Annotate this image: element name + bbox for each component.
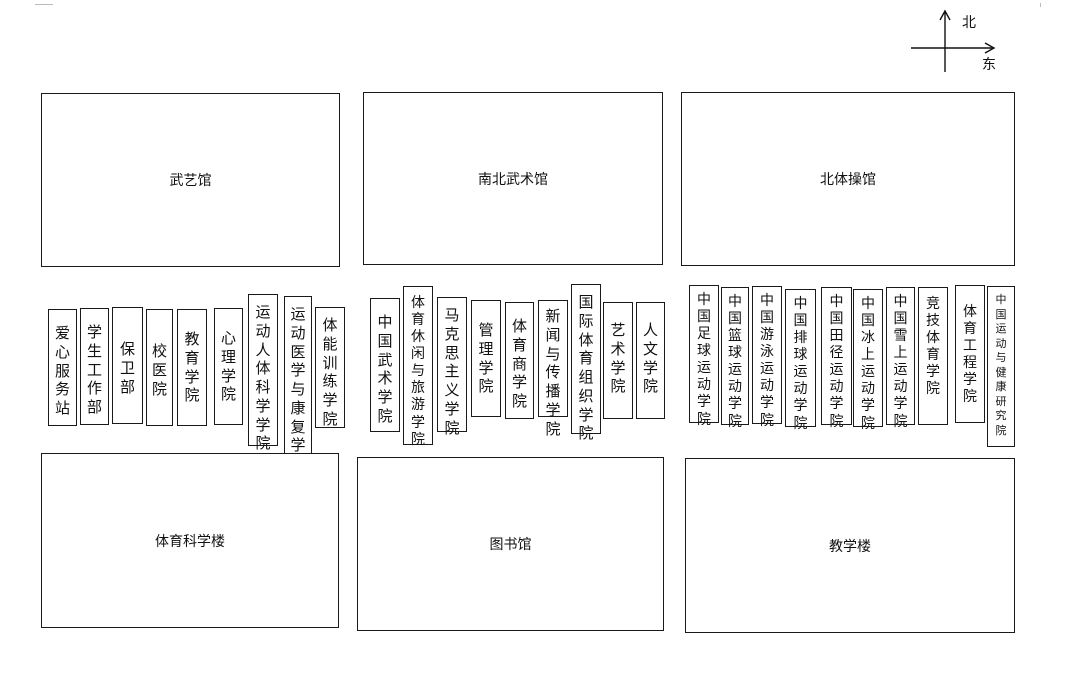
unit-management: 管理学院 [471,300,501,417]
corner-mark-right [1040,3,1041,7]
unit-school-of-arts: 艺术学院 [603,302,633,419]
unit-marxism: 马克思主义学院 [437,297,467,437]
unit-competitive-sports: 竞技体育学院 [918,287,948,425]
unit-athletics-academy: 中国田径运动学院 [821,287,852,430]
compass-arrows-icon [911,9,996,72]
unit-swimming-academy: 中国游泳运动学院 [752,286,782,429]
corner-mark-left [35,4,53,5]
unit-international-sports-orgs: 国际体育组织学院 [571,284,601,442]
unit-sports-business: 体育商学院 [505,302,534,419]
building-label: 武艺馆 [169,173,212,189]
east-label: 东 [982,57,996,73]
unit-campus-clinic: 校医院 [146,309,173,426]
unit-strength-conditioning: 体能训练学院 [315,307,345,428]
north-label: 北 [962,15,976,31]
unit-basketball-academy: 中国篮球运动学院 [721,287,749,430]
unit-sports-medicine-rehab: 运动医学与康复学院 [284,296,312,473]
building-label: 北体操馆 [820,172,876,188]
unit-sports-engineering: 体育工程学院 [955,285,985,423]
building-north-gymnastics-hall: 北体操馆 [681,92,1015,266]
unit-school-of-education: 教育学院 [177,309,207,426]
building-sports-science: 体育科学楼 [41,453,339,628]
compass: 北 东 [905,6,1005,76]
building-label: 图书馆 [489,537,532,553]
unit-student-affairs: 学生工作部 [80,308,109,425]
unit-security-dept: 保卫部 [112,307,143,424]
unit-sport-health-institute: 中国运动与健康研究院 [987,286,1015,447]
building-label: 南北武术馆 [478,171,548,188]
unit-snow-sports-academy: 中国雪上运动学院 [886,287,915,430]
unit-aixin-service-station: 爱心服务站 [48,309,77,426]
unit-human-movement-science: 运动人体科学学院 [248,294,278,452]
unit-chinese-wushu: 中国武术学院 [370,298,400,432]
unit-journalism-communication: 新闻与传播学院 [538,300,568,438]
building-library: 图书馆 [357,457,664,631]
unit-football-academy: 中国足球运动学院 [689,285,719,428]
unit-ice-sports-academy: 中国冰上运动学院 [853,289,883,432]
unit-school-of-psychology: 心理学院 [214,308,243,425]
building-nanbei-martial-arts-hall: 南北武术馆 [363,92,663,265]
unit-volleyball-academy: 中国排球运动学院 [785,289,816,432]
unit-humanities: 人文学院 [636,302,665,419]
building-label: 体育科学楼 [155,533,225,550]
building-teaching: 教学楼 [685,458,1015,633]
building-label: 教学楼 [829,538,871,555]
unit-leisure-tourism: 体育休闲与旅游学院 [403,286,433,448]
building-wuyi-hall: 武艺馆 [41,93,340,267]
